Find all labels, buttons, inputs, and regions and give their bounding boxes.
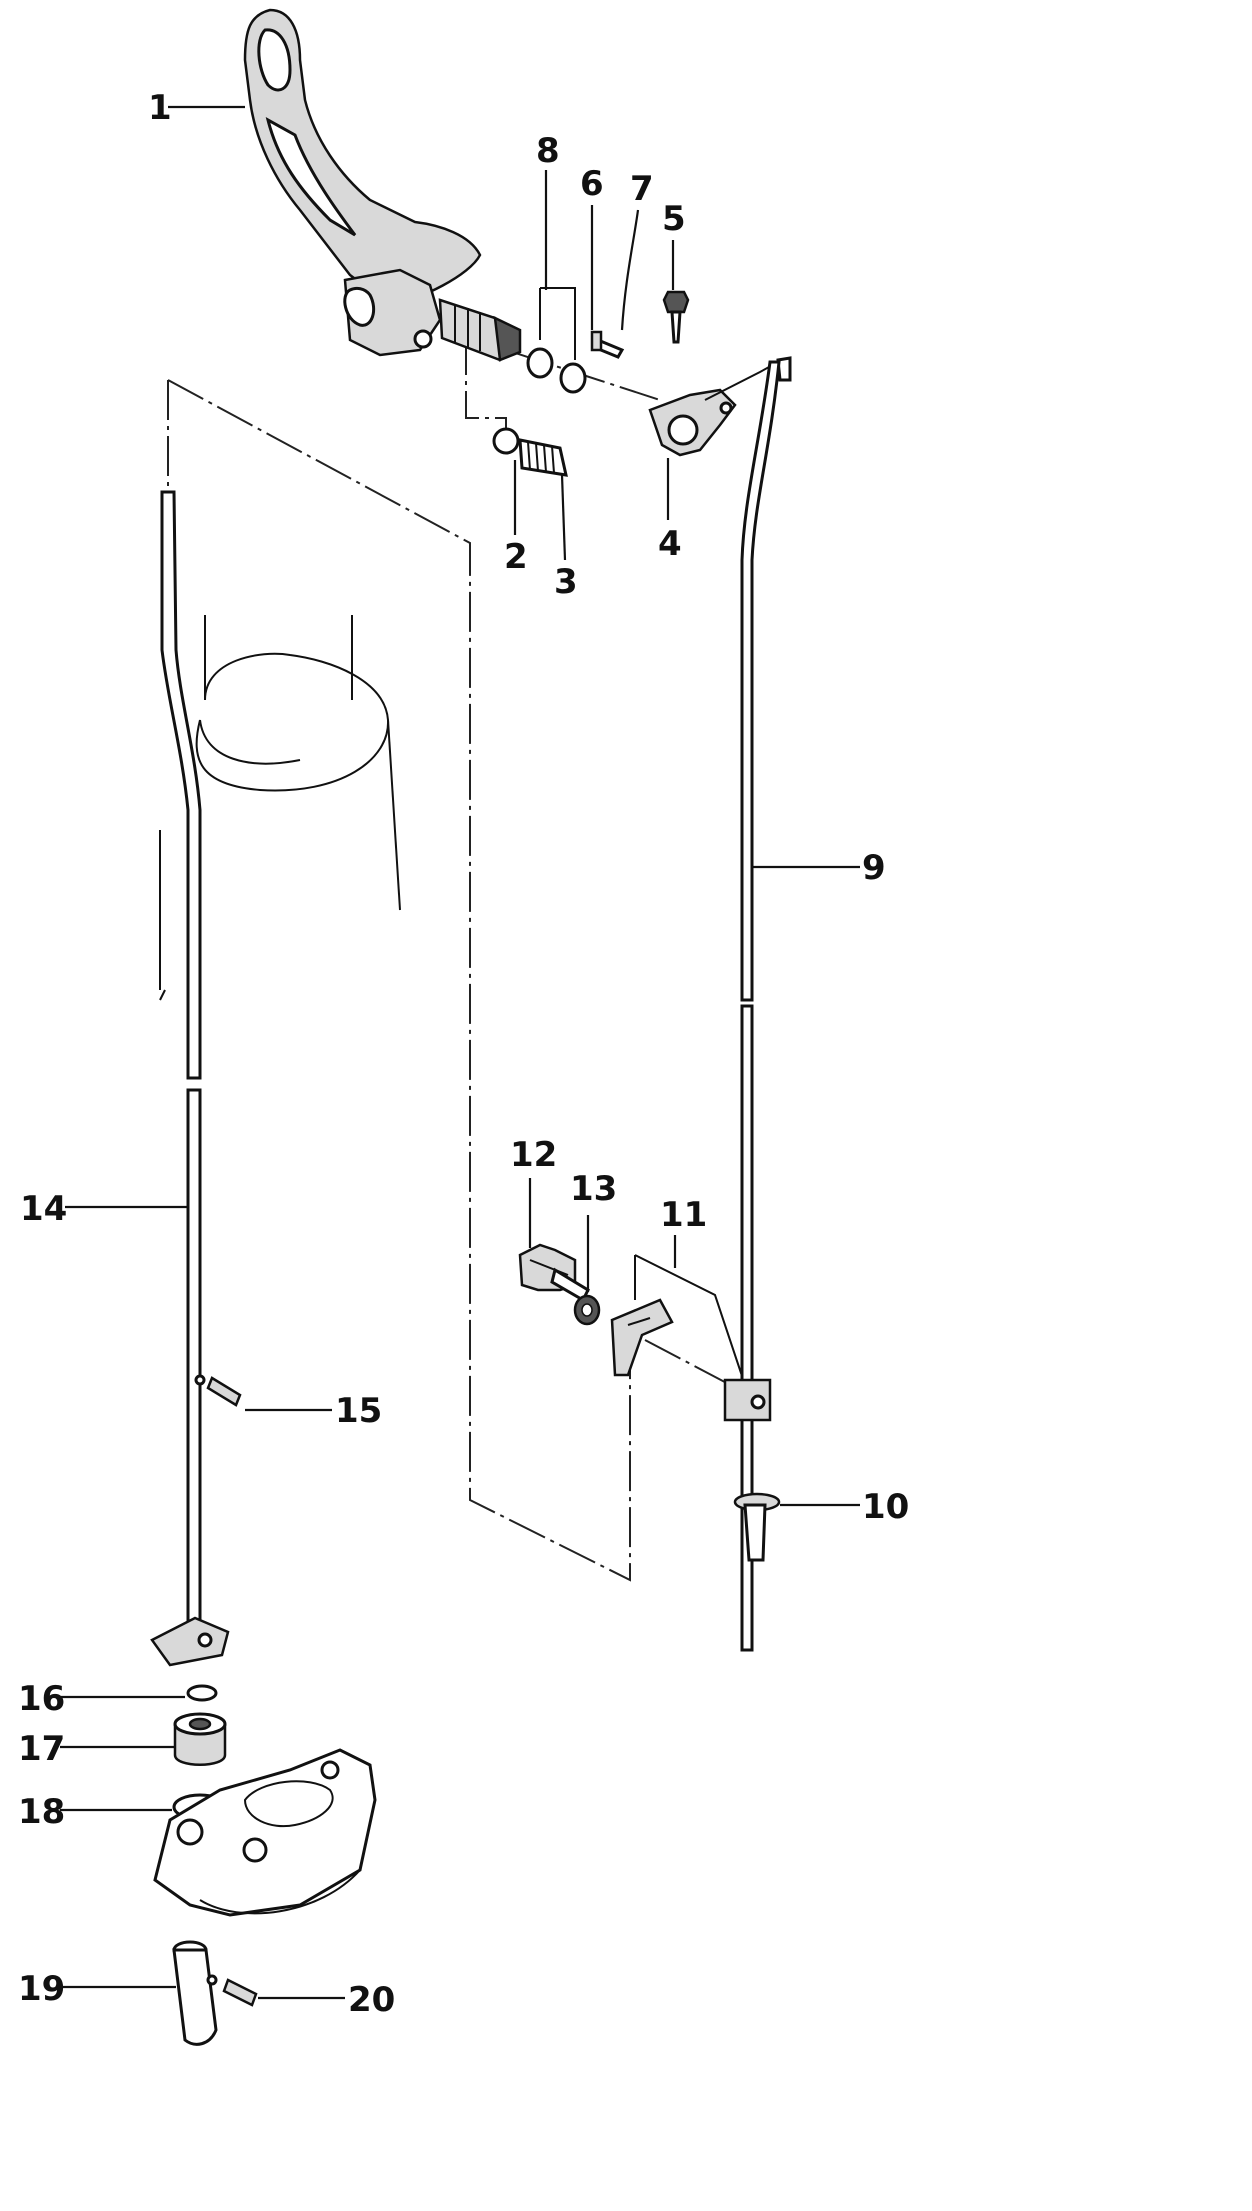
- callout-1: 1: [148, 88, 172, 128]
- callout-10: 10: [862, 1487, 909, 1527]
- callout-17: 17: [18, 1729, 65, 1769]
- callout-6: 6: [580, 164, 604, 204]
- callout-3: 3: [554, 562, 578, 602]
- callout-7: 7: [630, 169, 654, 209]
- upper-shift-rod: [723, 356, 792, 1652]
- callout-12: 12: [510, 1135, 557, 1175]
- detent-ball-spring: [492, 427, 568, 477]
- pin-and-screw: [590, 290, 690, 359]
- shift-lever-arm: [648, 361, 779, 457]
- callout-18: 18: [18, 1792, 65, 1832]
- callout-15: 15: [335, 1391, 382, 1431]
- callout-14: 14: [20, 1189, 67, 1229]
- lower-shift-rod: [150, 490, 242, 1667]
- callout-16: 16: [18, 1679, 65, 1719]
- leader-lines: [60, 105, 860, 2000]
- callout-8: 8: [536, 131, 560, 171]
- callout-5: 5: [662, 199, 686, 239]
- callout-4: 4: [658, 524, 682, 564]
- pump-base-housing: [153, 1748, 377, 1917]
- callout-19: 19: [18, 1969, 65, 2009]
- callout-20: 20: [348, 1980, 395, 2020]
- callout-labels: 1 2 3 4 5 6 7 8 9 10 11 12 13 14 15 16 1…: [18, 88, 909, 2020]
- callout-13: 13: [570, 1169, 617, 1209]
- lower-shift-shaft: [172, 1940, 258, 2046]
- phantom-lines: [167, 287, 746, 1582]
- callout-11: 11: [660, 1195, 707, 1235]
- callout-9: 9: [862, 848, 886, 888]
- shift-handle: [243, 8, 522, 362]
- rod-clamp-assembly: [518, 1243, 674, 1377]
- callout-2: 2: [504, 537, 528, 577]
- driveshaft-housing: [159, 615, 401, 1001]
- e-rings: [526, 347, 587, 394]
